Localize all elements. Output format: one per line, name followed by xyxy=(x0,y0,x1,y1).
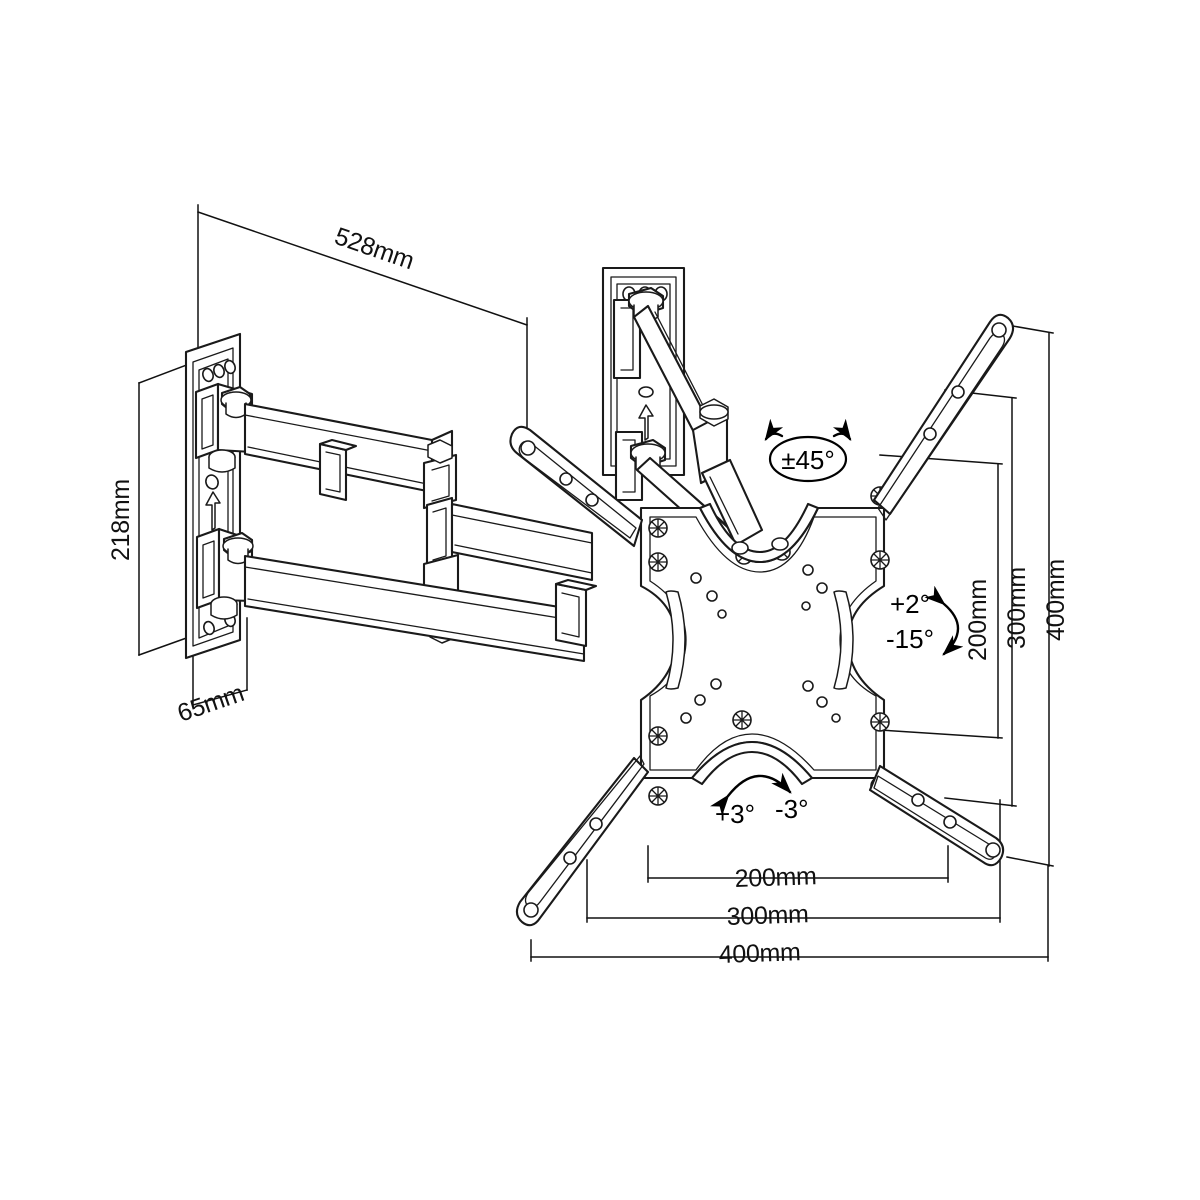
vesa-screw-head xyxy=(870,550,890,570)
hinge-bolt-bottom xyxy=(222,531,254,565)
dimension-label-vesa-h-300: 300mm xyxy=(726,900,809,931)
swivel-angle-label: ±45° xyxy=(781,445,835,475)
vesa-screw-head xyxy=(648,786,668,806)
dimension-label-vesa-h-400: 400mm xyxy=(718,938,801,969)
hinge-bolt-top xyxy=(220,385,252,419)
angle-swivel-annotation: ±45° xyxy=(764,418,852,483)
vesa-screw-head xyxy=(732,710,752,730)
upper-arm-clamp xyxy=(318,438,358,502)
dimension-label-plate-height: 218mm xyxy=(107,479,135,561)
up-arrow-icon xyxy=(205,491,221,531)
lower-arm-clamp xyxy=(554,578,598,648)
lower-arm-segment-2 xyxy=(243,554,586,663)
vesa-screw-head xyxy=(648,726,668,746)
tilt-up-label: +2° xyxy=(890,589,930,619)
rear-arm-upper xyxy=(632,304,729,485)
angle-tilt-annotation: +2° -15° xyxy=(886,585,964,656)
vesa-screw-head xyxy=(648,552,668,572)
rotate-cw-label: +3° xyxy=(715,799,755,829)
vesa-plate xyxy=(639,486,890,806)
dimension-plate-height-218 xyxy=(138,362,193,656)
vesa-arm-top-left xyxy=(509,425,644,548)
vesa-swivel-arc-bottom xyxy=(690,740,814,786)
hinge-bolt-mid xyxy=(208,449,236,473)
vesa-swivel-arc-top xyxy=(698,502,820,564)
tilt-down-label: -15° xyxy=(886,624,934,654)
dimension-label-vesa-v-200: 200mm xyxy=(964,579,992,661)
vesa-screw-head xyxy=(648,518,668,538)
vesa-arm-top-right xyxy=(872,313,1015,521)
vesa-arm-bottom-left xyxy=(515,755,650,927)
vesa-screw-head xyxy=(870,712,890,732)
rear-plate-up-arrow-icon xyxy=(638,404,654,441)
dimension-label-vesa-v-300: 300mm xyxy=(1003,567,1031,649)
mid-arm-connector xyxy=(450,502,594,582)
hinge-bolt-low xyxy=(210,596,238,620)
dimension-vesa-horizontal-group xyxy=(530,799,1049,962)
dimension-label-extension: 528mm xyxy=(331,222,418,275)
rotate-ccw-label: -3° xyxy=(775,794,809,824)
vesa-arm-bottom-right xyxy=(868,764,1005,867)
angle-rotation-annotation: +3° -3° xyxy=(710,772,809,829)
dimension-label-plate-depth: 65mm xyxy=(174,679,248,728)
dimension-label-vesa-h-200: 200mm xyxy=(734,862,817,893)
dimension-label-vesa-v-400: 400mm xyxy=(1042,559,1070,641)
